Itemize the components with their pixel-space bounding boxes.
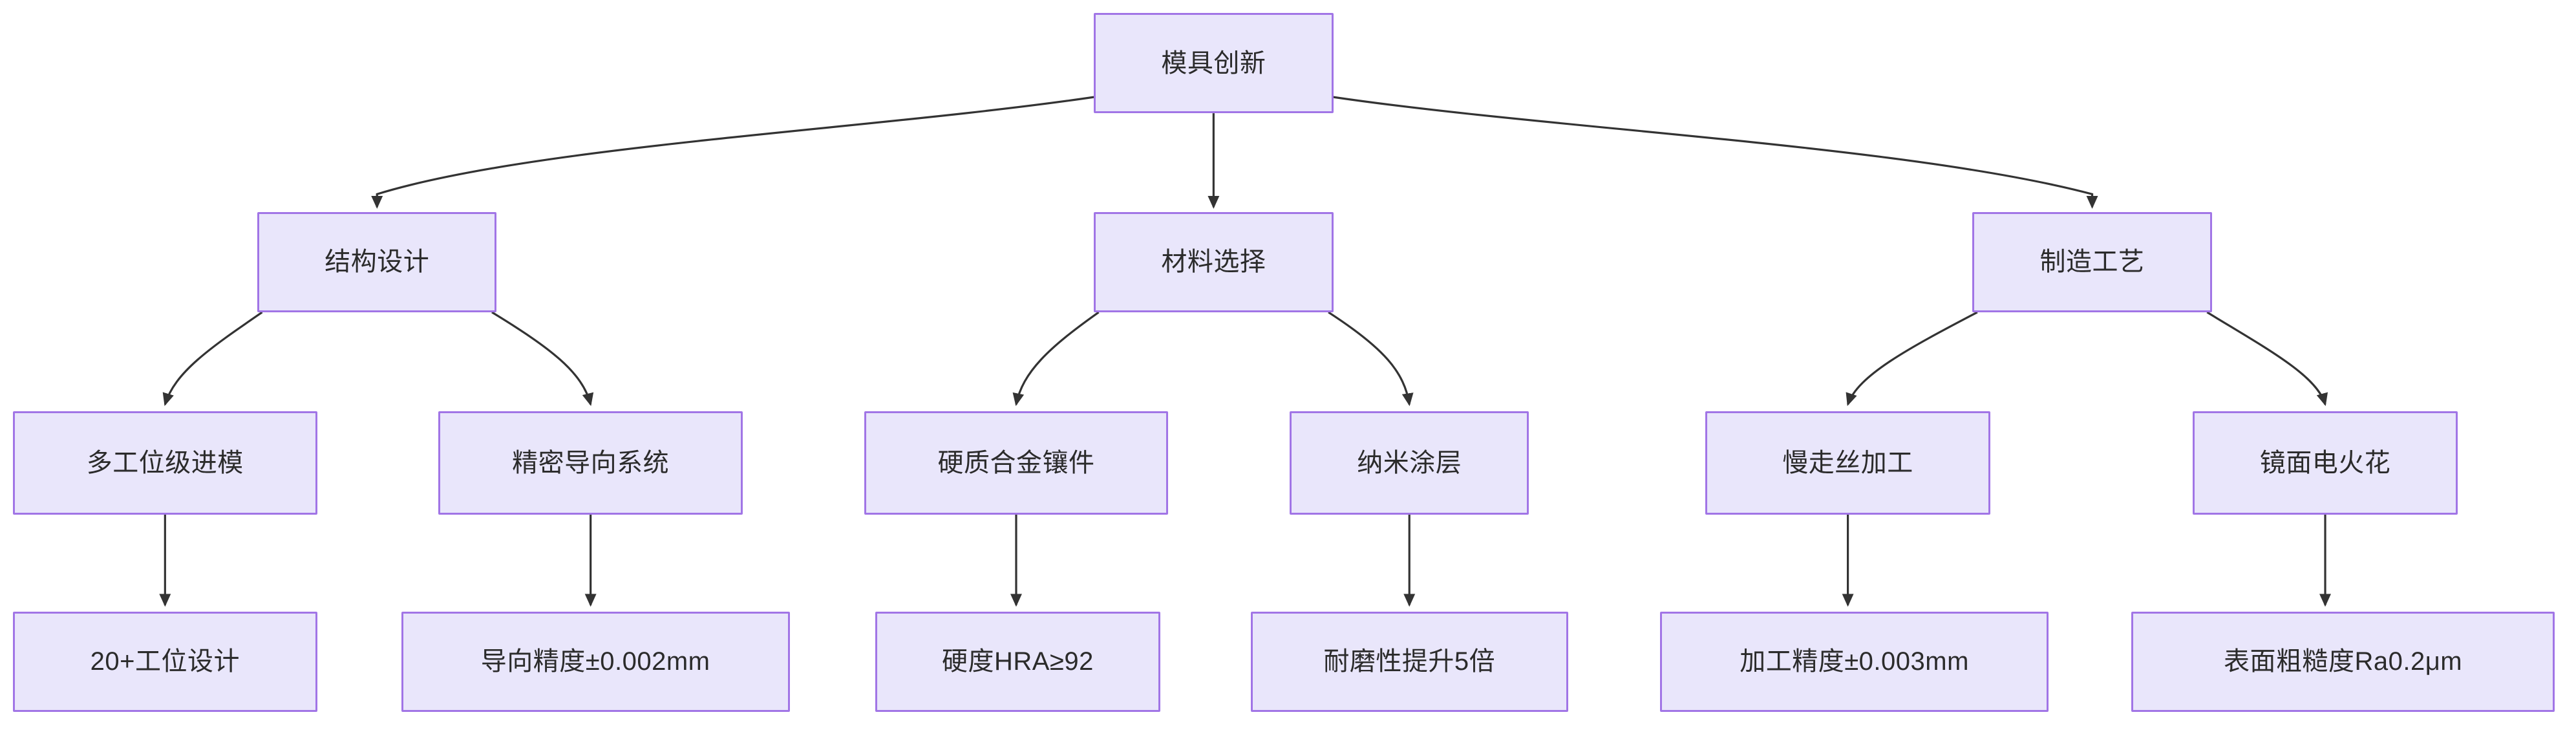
node-label-l4c: 硬度HRA≥92 (942, 647, 1094, 676)
node-label-l4b: 导向精度±0.002mm (480, 647, 710, 676)
node-label-l4f: 表面粗糙度Ra0.2μm (2223, 647, 2463, 676)
node-label-l4d: 耐磨性提升5倍 (1323, 647, 1496, 676)
node-label-l2a: 结构设计 (325, 248, 430, 277)
edge-l2b-to-l3c (1007, 312, 1099, 409)
node-label-l3f: 镜面电火花 (2259, 448, 2391, 477)
node-label-l3c: 硬质合金镶件 (937, 448, 1095, 477)
edge-l2c-to-l3e (1843, 312, 1977, 409)
node-l4e[interactable]: 加工精度±0.003mm (1660, 611, 2049, 712)
node-label-l3d: 纳米涂层 (1357, 448, 1462, 477)
node-l4c[interactable]: 硬度HRA≥92 (875, 611, 1160, 712)
node-l3b[interactable]: 精密导向系统 (438, 411, 743, 515)
node-l2b[interactable]: 材料选择 (1094, 211, 1334, 312)
node-l4d[interactable]: 耐磨性提升5倍 (1250, 611, 1568, 712)
node-label-l3b: 精密导向系统 (512, 448, 670, 477)
edge-l2a-to-l3a (159, 312, 262, 409)
node-label-l4a: 20+工位设计 (90, 647, 240, 676)
node-label-l4e: 加工精度±0.003mm (1740, 647, 1969, 676)
node-l4b[interactable]: 导向精度±0.002mm (401, 611, 790, 712)
node-l3f[interactable]: 镜面电火花 (2192, 411, 2458, 515)
node-label-l3e: 慢走丝加工 (1782, 448, 1913, 477)
edge-root-to-l2c (1334, 97, 2107, 211)
node-l3a[interactable]: 多工位级进模 (13, 411, 317, 515)
node-label-l2c: 制造工艺 (2039, 248, 2145, 277)
node-l4a[interactable]: 20+工位设计 (13, 611, 317, 712)
node-l3c[interactable]: 硬质合金镶件 (864, 411, 1169, 515)
node-label-l3a: 多工位级进模 (86, 448, 244, 477)
node-label-root: 模具创新 (1161, 48, 1266, 78)
edge-l2b-to-l3d (1328, 312, 1420, 409)
edge-l2a-to-l3b (492, 312, 598, 409)
node-l3d[interactable]: 纳米涂层 (1290, 411, 1529, 515)
node-l3e[interactable]: 慢走丝加工 (1705, 411, 1990, 515)
node-l2c[interactable]: 制造工艺 (1972, 211, 2212, 312)
edge-root-to-l2a (362, 97, 1094, 211)
node-l4f[interactable]: 表面粗糙度Ra0.2μm (2131, 611, 2555, 712)
node-l2a[interactable]: 结构设计 (257, 211, 497, 312)
node-label-l2b: 材料选择 (1161, 248, 1266, 277)
edge-group (150, 97, 2340, 610)
edge-l2c-to-l3f (2207, 312, 2332, 409)
node-root[interactable]: 模具创新 (1094, 13, 1334, 114)
